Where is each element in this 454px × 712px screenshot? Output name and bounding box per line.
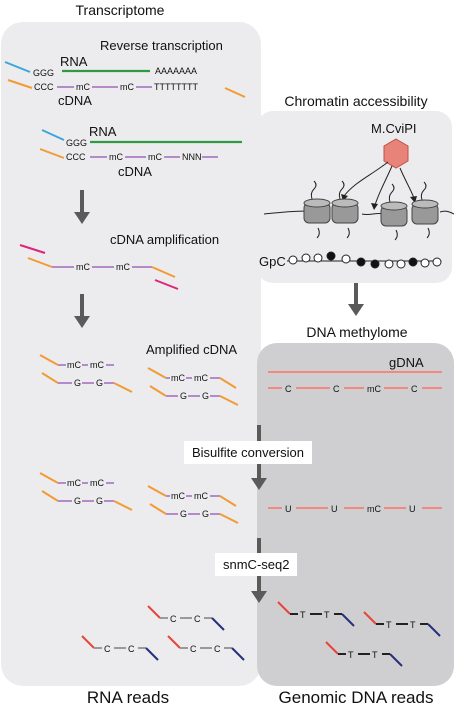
nucleosome [303, 198, 331, 224]
t-label: T [386, 620, 392, 630]
mc-label: mC [76, 262, 90, 272]
mc-label: mC [367, 384, 381, 394]
snmc-seq2-box: snmC-seq2 [215, 553, 298, 576]
center-arrow-head [251, 591, 267, 603]
enzyme-label: M.CviPI [371, 121, 417, 136]
nnn-label: NNN [182, 152, 202, 162]
genomic-reads-label: Genomic DNA reads [279, 688, 434, 707]
center-arrow-head [251, 478, 267, 490]
rna-read: C C [147, 605, 225, 631]
genomic-read: T T [363, 611, 441, 637]
rna-read: C C [81, 635, 159, 661]
gpc-label: GpC [259, 254, 286, 269]
chromatin-panel [257, 111, 452, 283]
rna-reads-label: RNA reads [87, 688, 169, 707]
mc-label: mC [90, 478, 104, 488]
nucleosome [331, 198, 359, 224]
c-label: C [333, 384, 340, 394]
cdna-label: cDNA [58, 93, 92, 108]
ccc-label: CCC [66, 152, 86, 162]
t-label: T [300, 610, 306, 620]
enzyme-hexagon [383, 138, 409, 169]
flow-arrow-head [74, 316, 90, 328]
nucleosome [411, 199, 439, 225]
cdna-amplification-label: cDNA amplification [110, 232, 219, 247]
rna-label: RNA [89, 124, 117, 139]
amplified-duplex: mC mC G G [39, 354, 133, 393]
c-label: C [411, 384, 418, 394]
ggg-label: GGG [33, 68, 54, 78]
c-label: C [170, 614, 177, 624]
mc-label: mC [90, 360, 104, 370]
mc-label: mC [120, 82, 134, 92]
ccc-label: CCC [34, 82, 54, 92]
gdna-label: gDNA [389, 355, 424, 370]
rna-label: RNA [60, 54, 88, 69]
g-label: G [96, 378, 103, 388]
genomic-read: T T [325, 641, 403, 667]
amplified-duplex: mC mC G G [147, 367, 239, 406]
converted-strand: U U mC U [268, 504, 442, 514]
c-label: C [285, 384, 292, 394]
t-label: T [324, 610, 330, 620]
transcriptome-title: Transcriptome [76, 2, 165, 18]
mc-label: mC [148, 152, 162, 162]
mc-label: mC [171, 491, 185, 501]
c-label: C [194, 614, 201, 624]
nucleosome [380, 201, 408, 227]
converted-duplex: mC mC G G [147, 485, 239, 524]
c-label: C [190, 644, 197, 654]
reverse-transcription-label: Reverse transcription [100, 38, 223, 53]
mc-label: mC [171, 373, 185, 383]
t-label: T [410, 620, 416, 630]
mc-label: mC [367, 504, 381, 514]
polyt-label: TTTTTTTT [154, 82, 198, 92]
gpc-sites [288, 251, 442, 269]
methylome-title: DNA methylome [306, 324, 407, 340]
ggg-label: GGG [66, 138, 87, 148]
g-label: G [180, 391, 187, 401]
g-label: G [202, 509, 209, 519]
rna-read: C C [167, 635, 245, 661]
t-label: T [348, 650, 354, 660]
transcriptome-panel [1, 22, 261, 686]
converted-duplex: mC mC G G [39, 472, 133, 511]
blue-strand [4, 61, 31, 73]
bisulfite-conversion-box: Bisulfite conversion [184, 441, 312, 464]
g-label: G [96, 496, 103, 506]
g-label: G [74, 378, 81, 388]
g-label: G [180, 509, 187, 519]
u-label: U [409, 504, 416, 514]
genomic-read: T T [277, 601, 355, 627]
u-label: U [331, 504, 338, 514]
c-label: C [128, 644, 135, 654]
u-label: U [285, 504, 292, 514]
mc-label: mC [116, 262, 130, 272]
mc-label: mC [67, 360, 81, 370]
polya-label: AAAAAAA [155, 66, 197, 76]
methylome-panel [257, 343, 454, 686]
methylome-arrow-head [348, 304, 364, 316]
mc-label: mC [194, 491, 208, 501]
t-label: T [372, 650, 378, 660]
mc-label: mC [76, 82, 90, 92]
mc-label: mC [109, 152, 123, 162]
cdna-label: cDNA [118, 164, 152, 179]
g-label: G [202, 391, 209, 401]
flow-arrow-head [74, 212, 90, 224]
c-label: C [214, 644, 221, 654]
mc-label: mC [67, 478, 81, 488]
amplified-cdna-label: Amplified cDNA [146, 342, 237, 357]
gdna-strand: C C mC C [268, 384, 442, 394]
g-label: G [74, 496, 81, 506]
chromatin-title: Chromatin accessibility [284, 93, 427, 109]
mc-label: mC [194, 373, 208, 383]
c-label: C [104, 644, 111, 654]
